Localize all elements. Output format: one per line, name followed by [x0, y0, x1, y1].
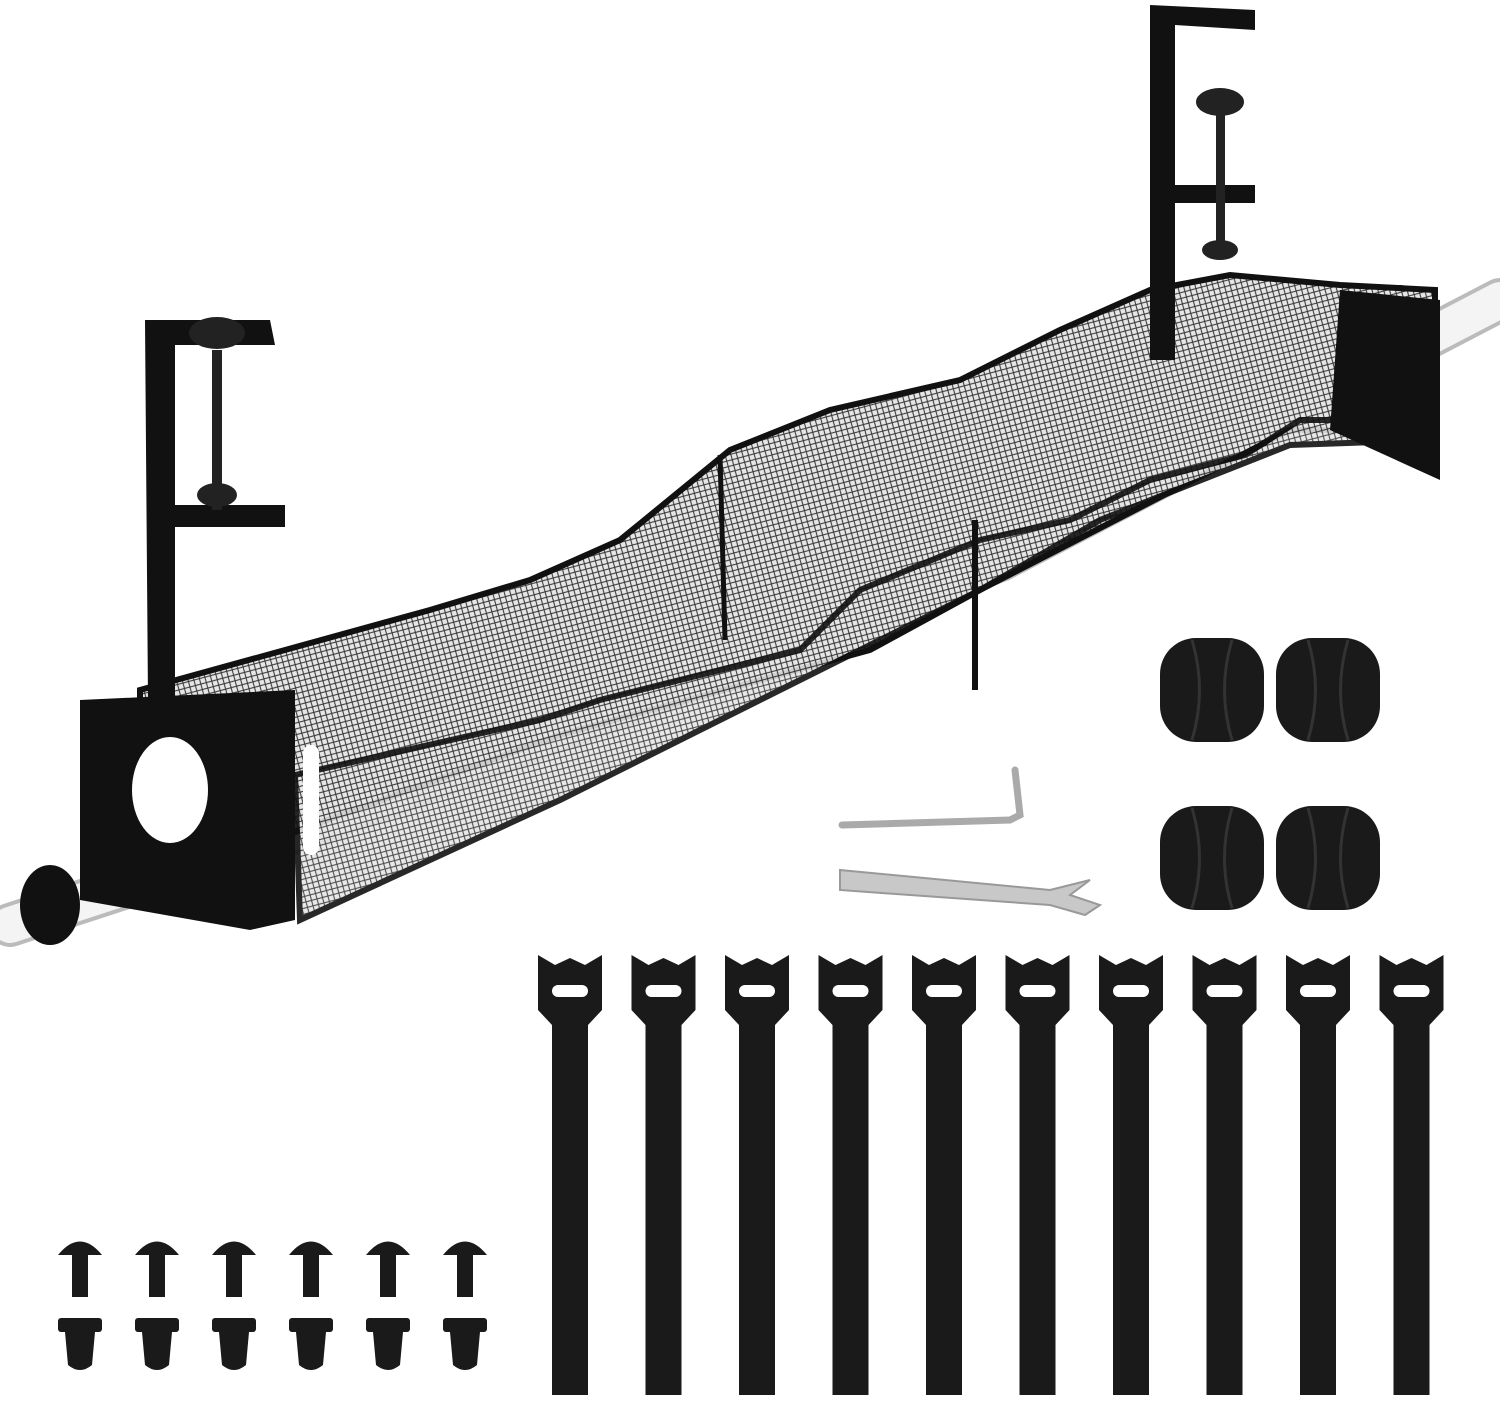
- velcro-strap-icon: [1099, 955, 1163, 1395]
- velcro-strap-icon: [912, 955, 976, 1395]
- cable-clip-icon: [1160, 638, 1264, 742]
- screw-icon: [212, 1241, 256, 1297]
- velcro-strap-icon: [1005, 955, 1070, 1395]
- velcro-strap-icon: [725, 955, 789, 1395]
- screw-icon: [289, 1241, 333, 1297]
- velcro-strap-icon: [631, 955, 696, 1395]
- cable-clip-icon: [1160, 806, 1264, 910]
- screw-icon: [443, 1241, 487, 1297]
- desk-clamp-icon: [145, 5, 1255, 700]
- velcro-strap-icon: [1192, 955, 1257, 1395]
- wrench-icon: [839, 868, 1103, 917]
- nut-icon: [443, 1318, 487, 1370]
- screw-icon: [58, 1241, 102, 1297]
- screw-icon: [135, 1241, 179, 1297]
- nut-icon: [58, 1318, 102, 1370]
- nut-icon: [289, 1318, 333, 1370]
- cable-clip-icon: [1276, 638, 1380, 742]
- velcro-strap-icon: [1379, 955, 1444, 1395]
- screw-icon: [366, 1241, 410, 1297]
- velcro-strap-icon: [1286, 955, 1350, 1395]
- nut-icon: [366, 1318, 410, 1370]
- mesh-cable-tray-icon: [80, 271, 1440, 930]
- cable-clip-icon: [1276, 806, 1380, 910]
- nut-icon: [135, 1318, 179, 1370]
- velcro-strap-icon: [538, 955, 602, 1395]
- velcro-strap-icon: [818, 955, 883, 1395]
- nut-icon: [212, 1318, 256, 1370]
- hex-key-icon: [838, 766, 1024, 829]
